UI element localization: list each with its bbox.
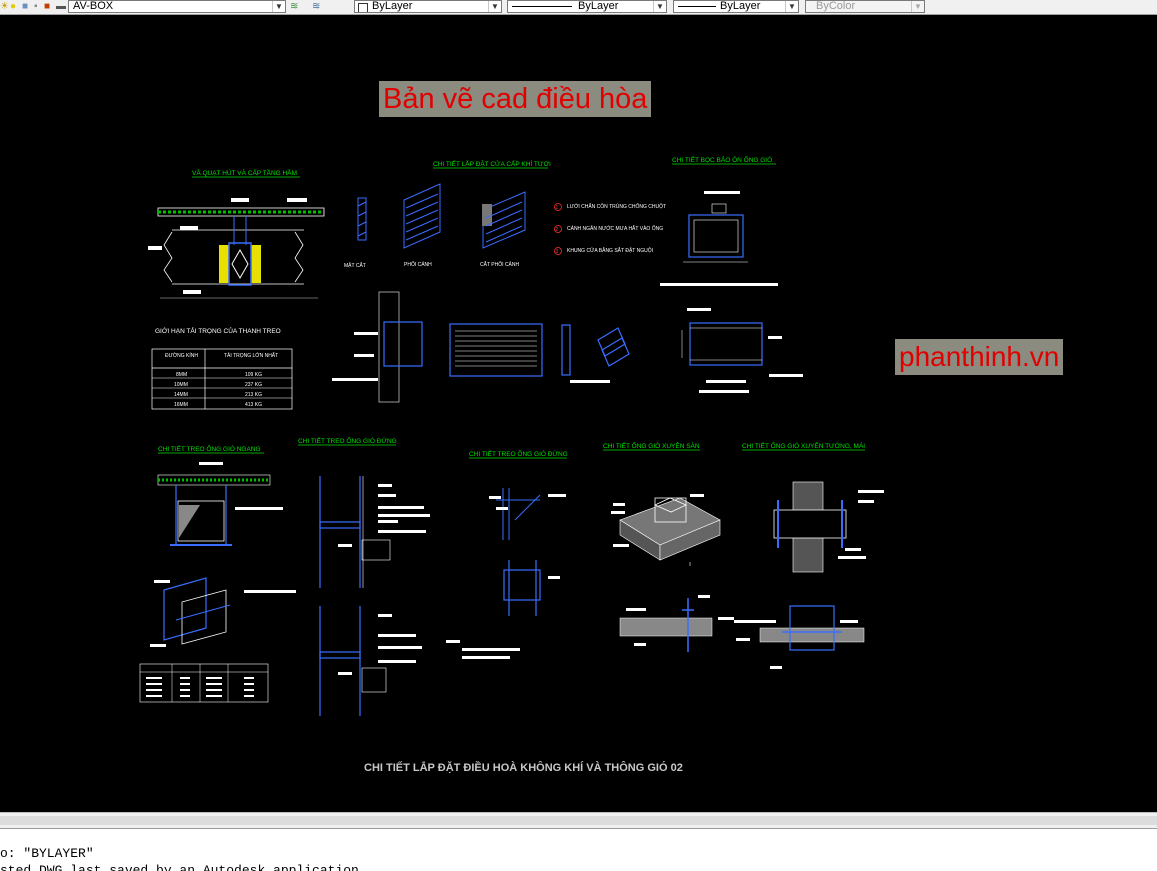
load-table-cell: 10MM: [174, 382, 188, 388]
spec-table: [139, 663, 269, 703]
title-floor: CHI TIẾT ỐNG GIÓ XUYÊN SÀN: [603, 440, 700, 450]
layer-name: AV-BOX: [73, 0, 114, 12]
title-vertical: CHI TIẾT TREO ỐNG GIÓ ĐỨNG: [298, 435, 397, 445]
lock-icon[interactable]: ■: [22, 1, 29, 12]
plotstyle-value: ByColor: [816, 0, 856, 12]
floor-annotations: [611, 494, 734, 646]
lineweight-preview: [678, 6, 716, 7]
linetype-dropdown[interactable]: ByLayer ▼: [507, 0, 667, 13]
command-splitter[interactable]: [0, 828, 1157, 841]
fan-duct-detail: [148, 198, 325, 299]
wall-grill-detail: [378, 291, 630, 403]
command-history-line: o: "BYLAYER": [0, 846, 94, 861]
load-table-cell: 14MM: [174, 392, 188, 398]
load-table-header-diameter: ĐƯỜNG KÍNH: [165, 352, 198, 359]
color-value: ByLayer: [372, 0, 413, 12]
watermark-label: phanthinh.vn: [895, 339, 1064, 375]
chevron-down-icon[interactable]: ▼: [488, 1, 501, 12]
chevron-down-icon[interactable]: ▼: [653, 1, 666, 12]
svg-text:3: 3: [556, 249, 559, 255]
horizontal-scrollbar[interactable]: [0, 812, 1157, 829]
sun-icon[interactable]: ●: [10, 1, 17, 12]
title-vertical-2: CHI TIẾT TREO ỐNG GIÓ ĐỨNG: [469, 448, 568, 458]
title-insulation: CHI TIẾT BỌC BẢO ÔN ỐNG GIÓ: [672, 154, 772, 164]
lineweight-value: ByLayer: [720, 0, 761, 12]
svg-text:1: 1: [556, 205, 559, 211]
scrollbar-thumb[interactable]: [0, 816, 1157, 825]
drawing-canvas[interactable]: VÀ QUẠT HÚT VÀ CẤP TẦNG HẦM CHI TIẾT LẮP…: [0, 15, 1157, 812]
linetype-value: ByLayer: [578, 0, 619, 12]
louver-note: LƯỚI CHẮN CÔN TRÙNG CHỐNG CHUỘT: [567, 202, 666, 210]
chevron-down-icon: ▼: [911, 1, 924, 12]
vertical-hanger-annotations: [338, 484, 566, 675]
load-table-cell: 109 KG: [245, 372, 262, 378]
lightbulb-icon[interactable]: ☀: [0, 1, 9, 12]
properties-toolbar: ☀ ● ■ ▪ ■ ▬ AV-BOX ▼ ≋ ≋ ByLayer ▼ ByLay…: [0, 0, 1157, 15]
load-table-cell: 16MM: [174, 402, 188, 408]
linetype-preview: [512, 6, 572, 7]
color-dropdown[interactable]: ByLayer ▼: [354, 0, 502, 13]
load-table-cell: 213 KG: [245, 392, 262, 398]
louver-note: KHUNG CỬA BẰNG SẮT ĐẶT NGUỘI: [567, 246, 653, 254]
load-table-cell: 237 KG: [245, 382, 262, 388]
layer-color-icon[interactable]: ■: [44, 1, 51, 12]
louver-note: CÁNH NGĂN NƯỚC MƯA HẮT VÀO ỐNG: [567, 224, 663, 232]
drawing-banner-title: Bản vẽ cad điều hòa: [379, 81, 652, 117]
load-table-cell: 8MM: [176, 372, 187, 378]
layer-dropdown[interactable]: AV-BOX ▼: [68, 0, 286, 13]
title-louver: CHI TIẾT LẮP ĐẶT CỬA CẤP KHÍ TƯƠI: [433, 158, 551, 168]
color-square-icon[interactable]: ▪: [34, 1, 38, 12]
command-history-line: sted DWG last saved by an Autodesk appli…: [0, 863, 359, 871]
louver-label: MẶT CẮT: [344, 261, 366, 269]
layer-previous-icon[interactable]: ≋: [312, 1, 321, 12]
chevron-down-icon[interactable]: ▼: [272, 1, 285, 12]
svg-text:2: 2: [556, 227, 559, 233]
layer-lineweight-icon[interactable]: ▬: [56, 1, 66, 12]
plotstyle-dropdown: ByColor ▼: [805, 0, 925, 13]
title-fan: VÀ QUẠT HÚT VÀ CẤP TẦNG HẦM: [192, 167, 297, 177]
title-wall: CHI TIẾT ỐNG GIÓ XUYÊN TƯỜNG, MÁI: [742, 440, 865, 450]
wall-penetration-detail: [759, 481, 865, 651]
louver-detail: [357, 183, 526, 249]
wall-grill-annotations: [332, 332, 610, 383]
floor-penetration-detail: [619, 497, 721, 652]
section-titles: VÀ QUẠT HÚT VÀ CẤP TẦNG HẦM CHI TIẾT LẮP…: [158, 154, 865, 459]
drawing-main-title: CHI TIẾT LẮP ĐẶT ĐIỀU HOÀ KHÔNG KHÍ VÀ T…: [364, 761, 683, 774]
load-table-caption: GIỚI HẠN TẢI TRỌNG CỦA THANH TREO: [155, 326, 281, 335]
louver-label: CẮT PHỐI CẢNH: [480, 260, 519, 268]
chevron-down-icon[interactable]: ▼: [785, 1, 798, 12]
wall-penetration-annotations: [734, 490, 884, 669]
load-table: GIỚI HẠN TẢI TRỌNG CỦA THANH TREO ĐƯỜNG …: [151, 326, 293, 410]
layer-stack-icon[interactable]: ≋: [290, 1, 299, 12]
insulation-annotations: [660, 191, 803, 393]
command-history: o: "BYLAYER" sted DWG last saved by an A…: [0, 840, 1157, 871]
vertical-hanger-detail: [319, 476, 541, 716]
lineweight-dropdown[interactable]: ByLayer ▼: [673, 0, 799, 13]
insulation-detail: [681, 203, 763, 366]
louver-label: PHỐI CẢNH: [404, 261, 432, 268]
louver-labels: MẶT CẮT PHỐI CẢNH CẮT PHỐI CẢNH: [344, 260, 519, 269]
louver-notes: 1 LƯỚI CHẮN CÔN TRÙNG CHỐNG CHUỘT 2 CÁNH…: [554, 202, 666, 255]
title-horizontal: CHI TIẾT TREO ỐNG GIÓ NGANG: [158, 443, 261, 453]
horizontal-hanger-detail: [150, 462, 296, 647]
color-swatch: [358, 3, 368, 12]
load-table-header-load: TẢI TRỌNG LỚN NHẤT: [224, 352, 278, 359]
load-table-cell: 413 KG: [245, 402, 262, 408]
